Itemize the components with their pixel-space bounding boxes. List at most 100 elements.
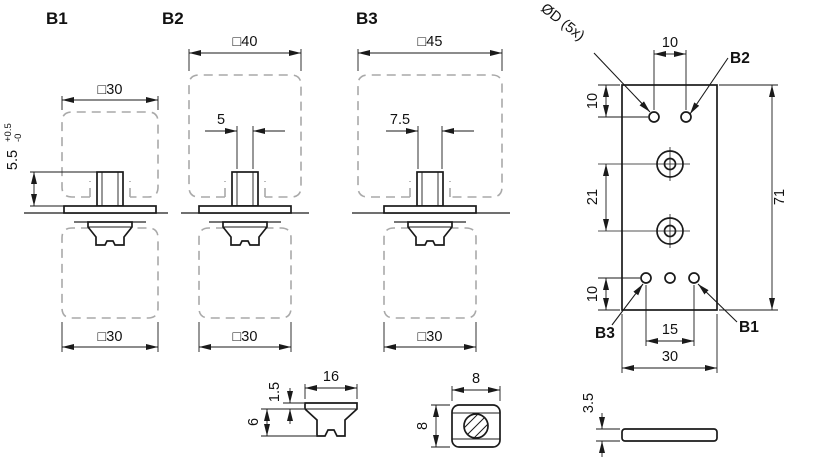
nut-stem-b1 xyxy=(96,171,124,207)
dim-text-top-b2: □40 xyxy=(233,34,258,50)
callout-b2-leader xyxy=(689,57,729,115)
dim-text-thickness: 3.5 xyxy=(581,393,597,413)
hole-center-lower xyxy=(598,214,690,248)
dim-bottom-holes: 15 xyxy=(645,285,695,346)
hole-callout-text: ØD (5x) xyxy=(538,1,588,45)
dim-text-stem-b3: 7.5 xyxy=(390,112,410,128)
extrusion-profile-bottom-b1 xyxy=(61,227,159,319)
section-label-b1: B1 xyxy=(46,9,68,28)
tnut-body-b1 xyxy=(87,221,133,246)
hole-top-left xyxy=(648,111,660,123)
dim-text-row3: 10 xyxy=(585,286,601,302)
dim-text-nut-end-height: 8 xyxy=(415,422,431,430)
dim-text-nut-lip: 1.5 xyxy=(267,382,283,402)
dim-stem-width-b2: 5 xyxy=(205,112,285,169)
nut-side-shape xyxy=(304,402,358,437)
section-label-b2: B2 xyxy=(162,9,184,28)
dim-top-b1: □30 xyxy=(61,82,159,110)
nut-stem-b3 xyxy=(416,171,444,207)
nut-stem-thread-lines-b2 xyxy=(236,172,254,206)
dim-text-plate-width: 30 xyxy=(662,349,678,365)
dim-text-top-holes: 10 xyxy=(662,35,678,51)
dim-text-stem-b1: 5.5 xyxy=(5,150,21,170)
dim-text-top-b1: □30 xyxy=(98,82,123,98)
dim-mid: 21 xyxy=(585,164,609,231)
dim-nut-lip: 1.5 xyxy=(261,382,304,424)
threaded-hole-hatch xyxy=(464,414,488,438)
dim-plate-height: 71 xyxy=(719,84,788,311)
extrusion-profile-top-b3 xyxy=(357,74,503,198)
dim-top-b3: □45 xyxy=(357,34,503,71)
nut-flange-b3 xyxy=(383,205,477,214)
callout-b2: B2 xyxy=(689,50,750,115)
dim-bottom-b2: □30 xyxy=(198,322,292,352)
plate-outline xyxy=(621,84,718,311)
dim-text-nut-height: 6 xyxy=(246,418,262,426)
callout-b3: B3 xyxy=(595,283,644,342)
nut-end-detail: 8 8 xyxy=(415,371,501,448)
hole-bottom-left xyxy=(640,272,652,284)
dim-tolerance-minus-b1: -0 xyxy=(13,134,24,142)
dim-bottom-b1: □30 xyxy=(61,322,159,352)
nut-stem-thread-lines-b3 xyxy=(421,172,439,206)
hole-bottom-right xyxy=(688,272,700,284)
nut-flange-b2 xyxy=(198,205,292,214)
dim-nut-end-width: 8 xyxy=(451,371,501,401)
dim-text-stem-b2: 5 xyxy=(217,112,225,128)
section-b2: B2 □40 xyxy=(162,9,309,352)
dim-text-bottom-b1: □30 xyxy=(98,329,123,345)
callout-b2-text: B2 xyxy=(730,50,750,67)
tnut-body-b3 xyxy=(407,221,453,246)
hole-top-right xyxy=(680,111,692,123)
hole-center-upper xyxy=(598,147,690,181)
callout-b3-leader xyxy=(611,283,644,326)
dim-thickness: 3.5 xyxy=(581,393,620,457)
nut-stem-thread-lines-b1 xyxy=(101,172,119,206)
slot-wall-dashes-b1 xyxy=(89,181,131,197)
plate-side-outline xyxy=(621,428,718,442)
extrusion-profile-bottom-b2 xyxy=(198,227,292,319)
dim-top-b2: □40 xyxy=(188,34,302,71)
dim-text-bottom-b3: □30 xyxy=(418,329,443,345)
dim-text-top-b3: □45 xyxy=(418,34,443,50)
dim-plate-width: 30 xyxy=(621,314,718,373)
nut-stem-b2 xyxy=(231,171,259,207)
dim-nut-end-height: 8 xyxy=(415,404,450,448)
dim-text-plate-height: 71 xyxy=(772,189,788,205)
dim-stem-width-b3: 7.5 xyxy=(386,112,474,169)
nut-flange-b1 xyxy=(63,205,157,214)
hole-callout-leader xyxy=(593,52,651,113)
slot-wall-dashes-b2 xyxy=(224,181,266,197)
dim-nut-length: 16 xyxy=(304,369,358,399)
dim-text-nut-length: 16 xyxy=(323,369,339,385)
dim-row3: 10 xyxy=(585,277,640,311)
dim-text-nut-end-width: 8 xyxy=(472,371,480,387)
callout-b1: B1 xyxy=(697,283,759,336)
dim-stem-height-b1: 5.5 +0.5 -0 xyxy=(3,123,97,207)
extrusion-profile-bottom-b3 xyxy=(383,227,477,319)
hole-bottom-middle xyxy=(664,272,676,284)
plate-side-view: 3.5 xyxy=(581,393,718,457)
slot-wall-dashes-b3 xyxy=(409,181,451,197)
dim-top-holes: 10 xyxy=(653,35,687,110)
section-b1: B1 □30 xyxy=(3,9,168,352)
extrusion-profile-top-b1 xyxy=(61,111,159,198)
dim-nut-height: 6 xyxy=(246,409,316,437)
extrusion-profile-top-b2 xyxy=(188,74,302,198)
section-b3: B3 □45 xyxy=(352,9,510,352)
nut-side-detail: 16 1.5 6 xyxy=(246,369,358,437)
tnut-body-b2 xyxy=(222,221,268,246)
threaded-hole xyxy=(463,413,489,439)
nut-end-outline xyxy=(451,404,501,448)
callout-b1-leader xyxy=(697,283,738,323)
dim-text-row1: 10 xyxy=(585,93,601,109)
dim-text-bottom-b2: □30 xyxy=(233,329,258,345)
callout-b3-text: B3 xyxy=(595,325,615,342)
dim-text-mid: 21 xyxy=(585,189,601,205)
dim-bottom-b3: □30 xyxy=(383,322,477,352)
dim-row1: 10 xyxy=(585,84,648,118)
dim-text-bottom-holes: 15 xyxy=(662,322,678,338)
section-label-b3: B3 xyxy=(356,9,378,28)
callout-b1-text: B1 xyxy=(739,319,759,336)
